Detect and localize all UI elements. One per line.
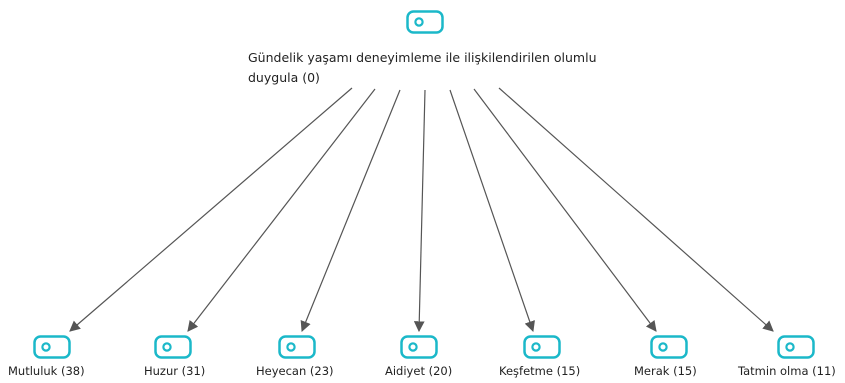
child-label: Merak (15): [634, 364, 697, 378]
code-tag-icon: [523, 335, 561, 359]
code-tag-icon: [278, 335, 316, 359]
code-tag-icon: [777, 335, 815, 359]
edge-arrow: [69, 87, 353, 332]
edge-arrow: [413, 89, 426, 333]
child-label: Keşfetme (15): [499, 364, 581, 378]
edge-arrow: [187, 88, 376, 332]
code-tag-icon: [33, 335, 71, 359]
edge-arrow: [300, 89, 401, 333]
code-tag-icon: [154, 335, 192, 359]
child-label: Aidiyet (20): [385, 364, 453, 378]
edge-arrow: [449, 89, 535, 333]
edge-arrow: [473, 88, 657, 332]
code-tag-icon: [650, 335, 688, 359]
child-label: Heyecan (23): [256, 364, 334, 378]
child-label: Huzur (31): [144, 364, 206, 378]
child-label: Mutluluk (38): [8, 364, 85, 378]
edge-arrow: [498, 87, 774, 332]
root-label: Gündelik yaşamı deneyimleme ile ilişkile…: [248, 50, 597, 85]
code-tag-icon: [406, 10, 444, 34]
child-label: Tatmin olma (11): [738, 364, 836, 378]
code-tag-icon: [400, 335, 438, 359]
